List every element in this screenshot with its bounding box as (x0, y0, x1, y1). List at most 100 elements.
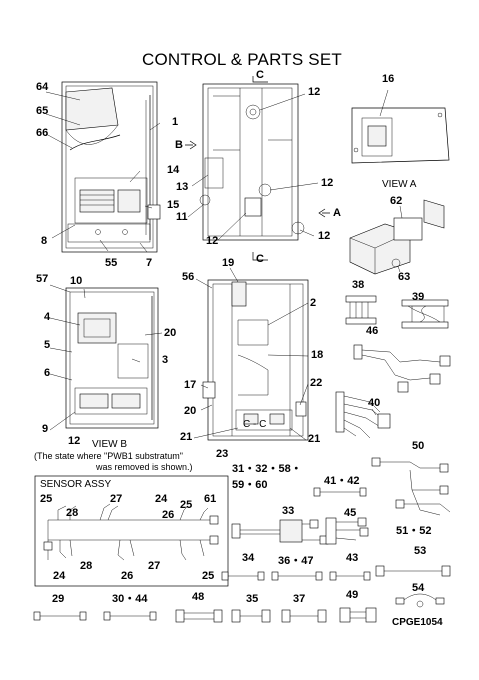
callout-63: 63 (398, 271, 411, 283)
item-16-sheet-metal (351, 89, 450, 164)
callout-40: 40 (368, 397, 381, 409)
harness-53 (375, 565, 451, 577)
callout-66: 66 (36, 127, 49, 139)
callout-28-a: 28 (66, 507, 79, 519)
callout-45: 45 (344, 507, 357, 519)
view-b-arrow-label: B (175, 139, 183, 151)
callout-61: 61 (204, 493, 217, 505)
view-b-label: VIEW B (92, 439, 128, 450)
callout-12-e: 12 (68, 435, 81, 447)
harness-46 (353, 344, 451, 393)
callout-62: 62 (390, 195, 403, 207)
callout-17: 17 (184, 379, 197, 391)
harness-40 (335, 391, 391, 439)
callout-15: 15 (167, 199, 180, 211)
callout-21-a: 21 (180, 431, 193, 443)
view-b-note-line-1: (The state where "PWB1 substratum" (34, 451, 183, 461)
callout-55: 55 (105, 257, 118, 269)
view-a-label: VIEW A (382, 179, 417, 190)
callout-43: 43 (346, 552, 359, 564)
callout-19: 19 (222, 257, 235, 269)
callout-50: 50 (412, 440, 425, 452)
harness-38 (345, 295, 377, 325)
callout-2: 2 (310, 297, 317, 309)
callout-7: 7 (146, 257, 153, 269)
callout-18: 18 (311, 349, 324, 361)
harness-54 (395, 593, 445, 608)
callout-1: 1 (172, 116, 179, 128)
callout-65: 65 (36, 105, 49, 117)
callout-33: 33 (282, 505, 295, 517)
sensor-assy-label: SENSOR ASSY (40, 479, 112, 490)
callout-20-b: 20 (184, 405, 197, 417)
callout-37: 37 (293, 593, 306, 605)
sensor-assy-wiring (34, 475, 229, 587)
view-b-note-line-2: was removed is shown.) (96, 462, 193, 472)
callout-6: 6 (44, 367, 51, 379)
callout-54: 54 (412, 582, 425, 594)
page-title: CONTROL & PARTS SET (142, 50, 342, 69)
callout-16: 16 (382, 73, 395, 85)
control-box-front (45, 81, 161, 253)
callout-53: 53 (414, 545, 427, 557)
callout-31-32-58: 31・32・58・ (232, 463, 302, 475)
section-c-top: C (256, 69, 264, 81)
callout-25-c: 25 (202, 570, 215, 582)
harness-33 (231, 519, 329, 545)
callout-9: 9 (42, 423, 49, 435)
harness-50 (371, 457, 449, 516)
callout-21-b: 21 (308, 433, 321, 445)
callout-28-b: 28 (80, 560, 93, 572)
callout-29: 29 (52, 593, 65, 605)
callout-27-b: 27 (148, 560, 161, 572)
callout-5: 5 (44, 339, 51, 351)
callout-38: 38 (352, 279, 365, 291)
callout-49: 49 (346, 589, 359, 601)
callout-48: 48 (192, 591, 205, 603)
section-cc-label: C - C (243, 419, 267, 430)
callout-59-60: 59・60 (232, 479, 268, 491)
callout-11: 11 (176, 211, 188, 223)
callout-34: 34 (242, 552, 255, 564)
callout-56: 56 (182, 271, 195, 283)
callout-12-d: 12 (206, 235, 219, 247)
callout-57: 57 (36, 273, 49, 285)
callout-35: 35 (246, 593, 259, 605)
section-c-bottom: C (256, 253, 264, 265)
callout-13: 13 (176, 181, 189, 193)
harness-45 (325, 517, 369, 545)
callout-4: 4 (44, 311, 51, 323)
callout-46: 46 (366, 325, 379, 337)
callout-10: 10 (70, 275, 83, 287)
callout-25-a: 25 (40, 493, 53, 505)
callout-27-a: 27 (110, 493, 123, 505)
callout-24-a: 24 (155, 493, 168, 505)
view-a-arrow-label: A (333, 207, 341, 219)
callout-64: 64 (36, 81, 49, 93)
callout-3: 3 (162, 354, 169, 366)
document-code: CPGE1054 (392, 617, 443, 628)
control-box-side (185, 76, 330, 261)
callout-24-b: 24 (53, 570, 66, 582)
view-b-panel (49, 284, 163, 431)
callout-36-47: 36・47 (278, 555, 314, 567)
callout-23: 23 (216, 448, 229, 460)
callout-30-44: 30・44 (112, 593, 148, 605)
callout-20-a: 20 (164, 327, 177, 339)
harness-51-52 (395, 499, 451, 513)
callout-25-b: 25 (180, 499, 193, 511)
section-cc-panel (193, 267, 309, 441)
callout-51-52: 51・52 (396, 525, 432, 537)
callout-14: 14 (167, 164, 180, 176)
callout-41-42: 41・42 (324, 475, 360, 487)
callout-12-b: 12 (321, 177, 334, 189)
item-62-transformer (349, 199, 445, 275)
callout-8: 8 (41, 235, 48, 247)
harness-39 (401, 299, 449, 329)
callout-26-b: 26 (121, 570, 134, 582)
callout-26-a: 26 (162, 509, 175, 521)
callout-12-a: 12 (308, 86, 321, 98)
callout-39: 39 (412, 291, 425, 303)
callout-22: 22 (310, 377, 323, 389)
